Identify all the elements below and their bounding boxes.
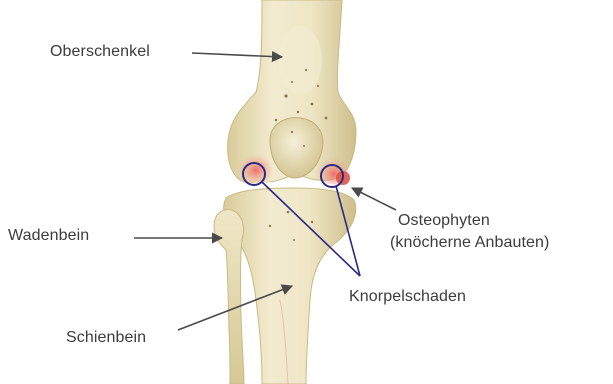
tibia-bone: [224, 188, 356, 384]
label-fibula: Wadenbein: [8, 226, 89, 245]
label-cartilage-damage: Knorpelschaden: [349, 287, 466, 306]
label-osteophytes-explanation: (knöcherne Anbauten): [390, 233, 549, 252]
label-femur: Oberschenkel: [50, 42, 150, 61]
label-tibia: Schienbein: [66, 328, 146, 347]
osteophytes-pointer-line: [352, 188, 396, 210]
label-osteophytes: Osteophyten: [398, 211, 490, 230]
fibula-bone: [214, 210, 244, 384]
